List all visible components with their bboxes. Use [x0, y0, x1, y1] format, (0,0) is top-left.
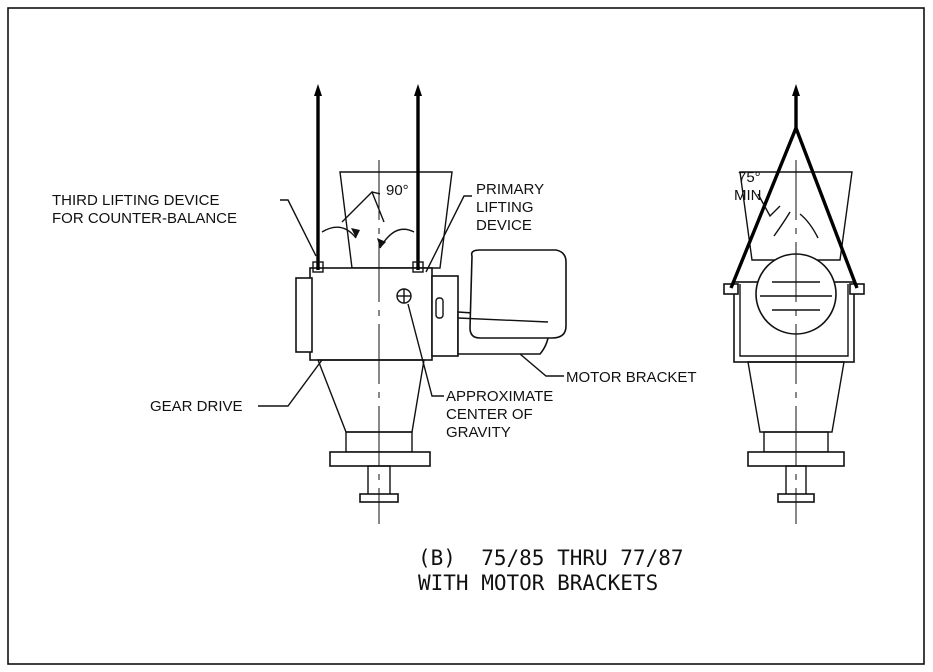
label-cog-2: CENTER OF	[446, 406, 533, 423]
label-third-lifting-2: FOR COUNTER-BALANCE	[52, 210, 237, 227]
caption-line-2: WITH MOTOR BRACKETS	[418, 571, 658, 595]
leader-gear-drive	[258, 359, 323, 407]
label-primary-3: DEVICE	[476, 217, 532, 234]
angle-arc-left	[321, 226, 357, 239]
leader-primary	[425, 195, 472, 273]
arc-arrowhead-2	[377, 238, 386, 248]
label-primary-1: PRIMARY	[476, 181, 544, 198]
label-primary-2: LIFTING	[476, 199, 534, 216]
label-motor-bracket: MOTOR BRACKET	[566, 369, 697, 386]
base-flange	[329, 451, 431, 467]
label-angle-90: 90°	[386, 182, 409, 199]
end-up-arrow	[792, 84, 800, 96]
end-view	[723, 84, 865, 524]
leader-third-lifting	[280, 199, 317, 257]
gear-drive-cover	[295, 277, 313, 353]
end-angle-leader	[757, 193, 781, 218]
up-arrow-right	[414, 84, 422, 96]
lifting-lug-right	[412, 261, 424, 273]
sight-glass	[435, 297, 444, 319]
bracket-edge	[457, 317, 549, 323]
arc-arrowhead-1	[351, 228, 360, 238]
sling-left	[729, 127, 798, 289]
caption: (B) 75/85 THRU 77/87 WITH MOTOR BRACKETS	[418, 546, 684, 595]
end-lower-cone	[747, 361, 845, 433]
label-cog-3: GRAVITY	[446, 424, 511, 441]
upper-housing	[339, 171, 453, 269]
leader-cog	[407, 303, 444, 397]
end-bracket-inner	[739, 284, 849, 357]
sling-right	[794, 127, 859, 289]
label-third-lifting-1: THIRD LIFTING DEVICE	[52, 192, 220, 209]
up-arrow-left	[314, 84, 322, 96]
end-upper-housing	[739, 171, 853, 261]
label-angle-75-min: MIN	[734, 187, 762, 204]
angle-label-bg	[380, 180, 416, 198]
lifting-lug-left	[312, 261, 324, 273]
label-gear-drive: GEAR DRIVE	[150, 398, 243, 415]
side-view-annotations: THIRD LIFTING DEVICE FOR COUNTER-BALANCE…	[52, 180, 697, 441]
caption-line-1: (B) 75/85 THRU 77/87	[418, 546, 684, 570]
gear-drive-body	[309, 267, 433, 361]
label-cog-1: APPROXIMATE	[446, 388, 553, 405]
motor	[469, 249, 567, 339]
leader-motor-bracket	[519, 353, 564, 377]
end-view-annotations: 75° MIN	[734, 169, 762, 204]
side-view	[295, 84, 567, 524]
label-angle-75: 75°	[738, 169, 761, 186]
end-angle-arcs	[773, 211, 819, 239]
